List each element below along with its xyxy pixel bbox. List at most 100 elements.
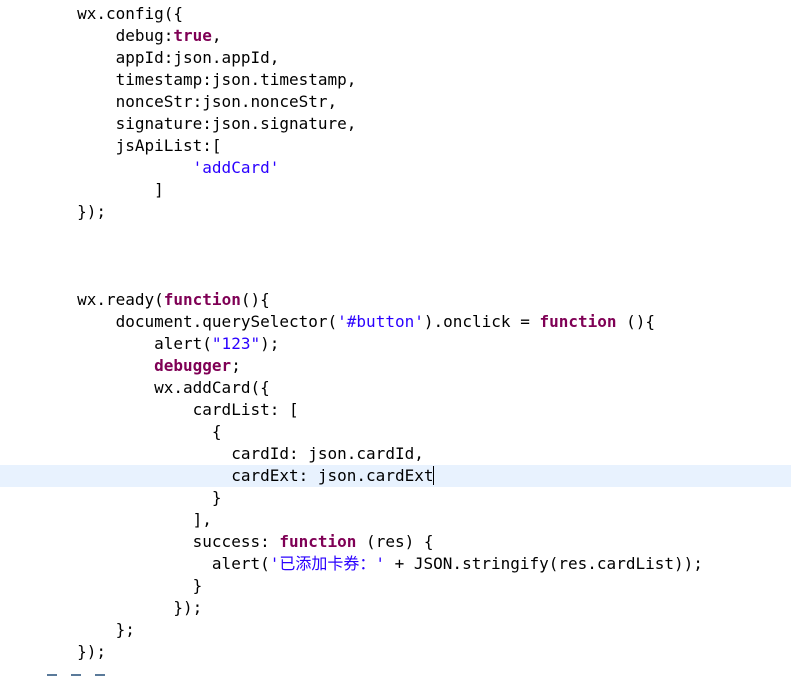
line-indent (0, 554, 212, 573)
code-text: (res) { (356, 532, 434, 551)
line-indent (0, 202, 77, 221)
code-text: ] (154, 180, 164, 199)
code-line[interactable]: wx.ready(function(){ (0, 289, 791, 311)
line-indent (0, 466, 231, 485)
line-indent (0, 598, 173, 617)
line-indent (0, 488, 212, 507)
code-text: alert( (211, 554, 270, 573)
code-keyword: true (173, 26, 212, 45)
line-indent (0, 642, 77, 661)
code-line[interactable]: } (0, 575, 791, 597)
line-indent (0, 400, 193, 419)
code-text: debug: (115, 26, 174, 45)
line-indent (0, 136, 116, 155)
code-text: }); (173, 598, 203, 617)
code-text: }); (77, 202, 106, 221)
code-text: wx.addCard({ (154, 378, 270, 397)
line-indent (0, 444, 231, 463)
code-text: signature:json.signature, (115, 114, 357, 133)
line-indent (0, 576, 193, 595)
code-line[interactable]: ], (0, 509, 791, 531)
code-text: cardList: [ (192, 400, 299, 419)
code-text: alert( (154, 334, 212, 353)
code-line[interactable]: jsApiList:[ (0, 135, 791, 157)
code-text: + JSON.stringify(res.cardList)); (385, 554, 703, 573)
code-text: , (211, 26, 222, 45)
code-line[interactable]: cardList: [ (0, 399, 791, 421)
line-indent (0, 334, 154, 353)
code-string: 'addCard' (192, 158, 280, 177)
code-text: success: (192, 532, 280, 551)
code-line[interactable]: wx.addCard({ (0, 377, 791, 399)
code-text: timestamp:json.timestamp, (115, 70, 357, 89)
code-text: (){ (616, 312, 656, 331)
code-line[interactable]: timestamp:json.timestamp, (0, 69, 791, 91)
code-text: }); (77, 642, 106, 661)
line-indent (0, 92, 116, 111)
code-line[interactable] (0, 245, 791, 267)
code-line[interactable]: debug:true, (0, 25, 791, 47)
line-indent (0, 290, 77, 309)
code-text: { (211, 422, 222, 441)
line-indent (0, 48, 116, 67)
line-indent (0, 312, 116, 331)
code-text: nonceStr:json.nonceStr, (115, 92, 338, 111)
code-keyword: function (163, 290, 241, 309)
code-line[interactable] (0, 267, 791, 289)
code-line[interactable]: debugger; (0, 355, 791, 377)
line-indent (0, 4, 77, 23)
text-cursor (433, 466, 435, 485)
line-indent (0, 180, 154, 199)
code-line[interactable]: ] (0, 179, 791, 201)
line-indent (0, 378, 154, 397)
code-line[interactable]: }); (0, 201, 791, 223)
code-line[interactable] (0, 223, 791, 245)
code-string: '#button' (337, 312, 424, 331)
code-text: cardExt: json.cardExt (231, 466, 434, 485)
code-line[interactable]: cardId: json.cardId, (0, 443, 791, 465)
code-text: ).onclick = (423, 312, 540, 331)
code-line[interactable]: }); (0, 597, 791, 619)
code-text: ], (192, 510, 212, 529)
code-text: jsApiList:[ (115, 136, 222, 155)
current-code-line[interactable]: cardExt: json.cardExt (0, 465, 791, 487)
code-line[interactable]: signature:json.signature, (0, 113, 791, 135)
line-indent (0, 620, 116, 639)
code-text: }; (115, 620, 135, 639)
code-line[interactable]: wx.config({ (0, 3, 791, 25)
code-keyword: function (279, 532, 357, 551)
code-keyword: function (539, 312, 617, 331)
code-line[interactable]: { (0, 421, 791, 443)
code-text: cardId: json.cardId, (231, 444, 424, 463)
line-indent (0, 422, 212, 441)
code-line[interactable]: document.querySelector('#button').onclic… (0, 311, 791, 333)
code-text: } (211, 488, 222, 507)
code-text: wx.ready( (77, 290, 164, 309)
line-indent (0, 532, 193, 551)
code-text: ); (260, 334, 280, 353)
code-string: "123" (211, 334, 261, 353)
code-text: document.querySelector( (115, 312, 338, 331)
code-keyword: debugger (154, 356, 232, 375)
code-text: appId:json.appId, (115, 48, 280, 67)
code-line[interactable]: appId:json.appId, (0, 47, 791, 69)
code-text: (){ (240, 290, 270, 309)
code-line[interactable]: }); (0, 641, 791, 663)
line-indent (0, 356, 154, 375)
line-indent (0, 158, 193, 177)
code-line[interactable]: alert('已添加卡券：' + JSON.stringify(res.card… (0, 553, 791, 575)
code-text: wx.config({ (77, 4, 184, 23)
code-line[interactable]: alert("123"); (0, 333, 791, 355)
line-indent (0, 114, 116, 133)
code-text: } (192, 576, 203, 595)
code-line[interactable]: } (0, 487, 791, 509)
code-line[interactable]: }; (0, 619, 791, 641)
clipped-next-line (47, 674, 137, 682)
code-text: ; (231, 356, 241, 375)
code-line[interactable]: 'addCard' (0, 157, 791, 179)
line-indent (0, 70, 116, 89)
code-string: '已添加卡券：' (269, 554, 385, 573)
code-line[interactable]: success: function (res) { (0, 531, 791, 553)
code-line[interactable]: nonceStr:json.nonceStr, (0, 91, 791, 113)
